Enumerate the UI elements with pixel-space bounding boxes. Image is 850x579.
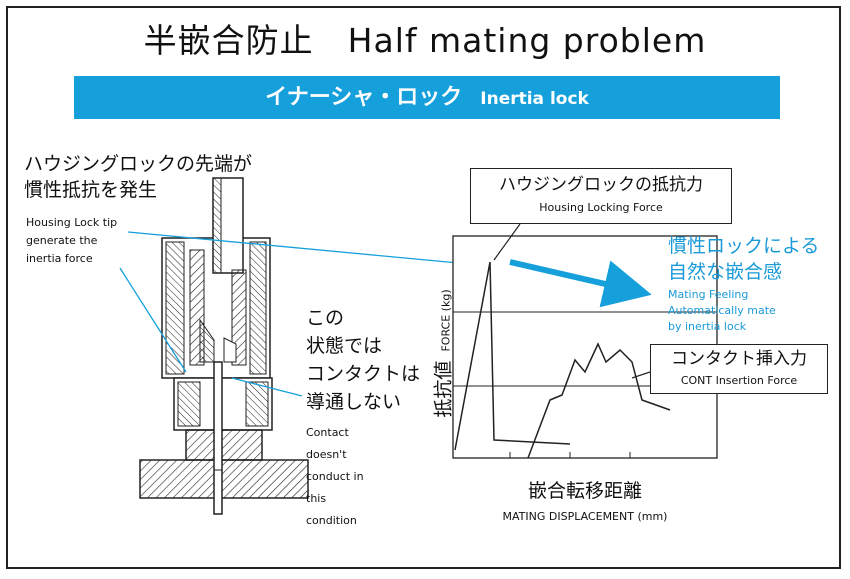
- x-axis-label-jp: 嵌合転移距離: [527, 480, 642, 502]
- housing-locking-force-en: Housing Locking Force: [539, 201, 663, 214]
- mating-feeling-jp-1: 慣性ロックによる: [668, 235, 820, 257]
- housing-lock-label-jp-1: ハウジングロックの先端が: [24, 153, 253, 175]
- inertia-lock-banner: イナーシャ・ロック Inertia lock: [74, 76, 780, 119]
- insertion-force-en: CONT Insertion Force: [680, 374, 798, 387]
- housing-locking-force-box: ハウジングロックの抵抗力 Housing Locking Force: [470, 168, 732, 224]
- mating-feeling-en-2: Automatically mate: [668, 304, 776, 317]
- connector-cross-section: [139, 177, 309, 515]
- mating-feeling-en-1: Mating Feeling: [668, 288, 749, 301]
- mating-feeling-jp-2: 自然な嵌合感: [668, 261, 783, 283]
- contact-label-jp-2: 状態では: [306, 335, 383, 357]
- contact-label-jp-3: コンタクトは: [306, 363, 421, 385]
- diagram-frame: [6, 6, 841, 569]
- housing-lock-label-en-3: inertia force: [26, 252, 93, 265]
- insertion-force-jp: コンタクト挿入力: [671, 349, 807, 369]
- y-axis-label-jp: 抵抗値: [432, 360, 455, 418]
- mating-feeling-en-3: by inertia lock: [668, 320, 747, 333]
- contact-label-en-3: conduct in: [306, 470, 364, 483]
- contact-label-en-1: Contact: [306, 426, 349, 439]
- y-axis-label-en: FORCE (kg): [439, 289, 453, 352]
- page-title: 半嵌合防止 Half mating problem: [143, 21, 707, 60]
- contact-label-en-2: doesn't: [306, 448, 347, 461]
- contact-label-en-5: condition: [306, 514, 357, 527]
- mating-feeling-arrow: [509, 259, 652, 308]
- pointer-lines: [119, 231, 491, 397]
- contact-insertion-force-box: コンタクト挿入力 CONT Insertion Force: [650, 344, 828, 394]
- contact-label-en-4: this: [306, 492, 327, 505]
- housing-lock-label-en-1: Housing Lock tip: [26, 216, 118, 229]
- banner-jp: イナーシャ・ロック: [265, 85, 463, 110]
- x-axis-label-en: MATING DISPLACEMENT (mm): [502, 510, 668, 523]
- contact-label-jp-1: この: [306, 307, 345, 329]
- housing-locking-force-jp: ハウジングロックの抵抗力: [499, 175, 703, 195]
- contact-label-jp-4: 導通しない: [306, 391, 402, 413]
- banner-en: Inertia lock: [480, 89, 589, 109]
- housing-lock-label-en-2: generate the: [26, 234, 98, 247]
- y-axis-label: 抵抗値 FORCE (kg): [429, 254, 456, 454]
- housing-lock-label-jp-2: 慣性抵抗を発生: [24, 179, 158, 201]
